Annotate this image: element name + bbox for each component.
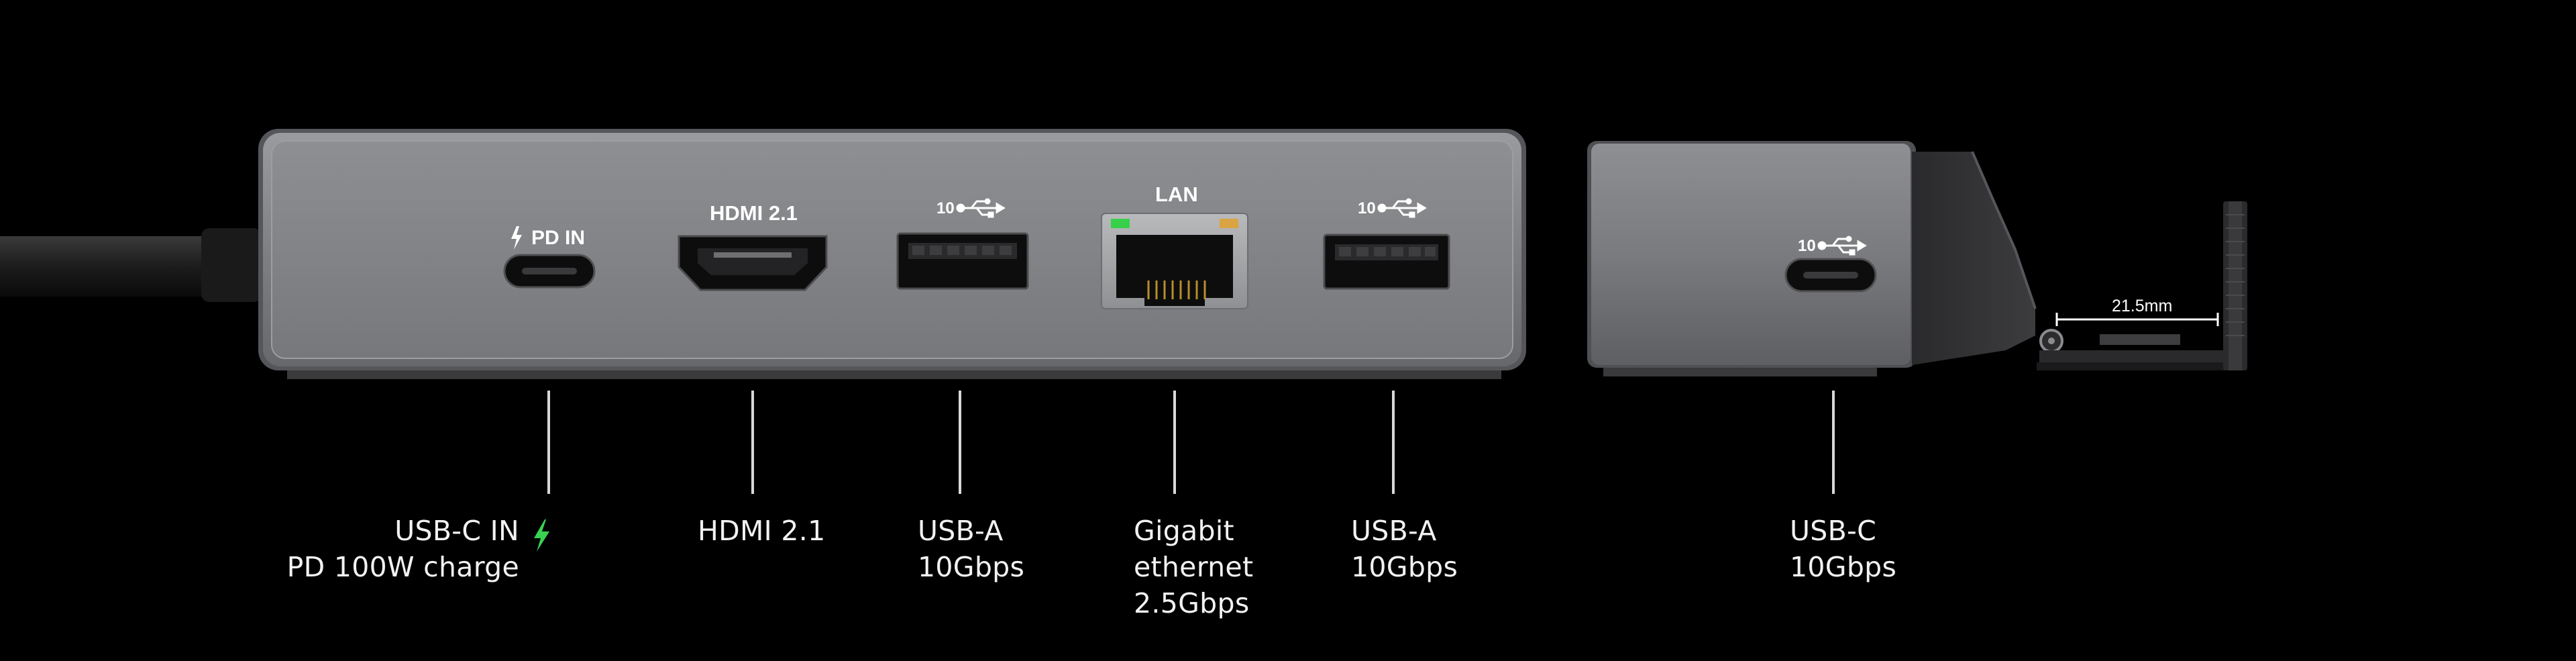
usb-c-in-port <box>503 254 596 289</box>
callout-usb-c-in-line2: PD 100W charge <box>286 551 519 583</box>
activity-led <box>1220 219 1238 228</box>
callout-lines <box>547 391 1835 494</box>
callout-hdmi-line1: HDMI 2.1 <box>698 515 826 547</box>
charge-bolt-icon <box>534 519 549 552</box>
callout-usb-a-1: USB-A 10Gbps <box>918 513 1024 585</box>
usb-symbol-icon <box>1377 198 1427 218</box>
hdmi-port-label: HDMI 2.1 <box>710 201 798 225</box>
pd-in-label: PD IN <box>511 226 585 250</box>
callout-usb-c-line1: USB-C <box>1790 515 1877 547</box>
pd-in-text: PD IN <box>531 227 585 249</box>
callout-ethernet-line1: Gigabit <box>1134 515 1234 547</box>
link-led <box>1111 219 1130 228</box>
callout-usb-a-1-line2: 10Gbps <box>918 551 1025 583</box>
lan-port-label: LAN <box>1155 183 1198 206</box>
laptop-clip <box>1912 152 2035 365</box>
callout-usb-a-2: USB-A 10Gbps <box>1351 513 1458 585</box>
callout-usb-a-2-line2: 10Gbps <box>1351 551 1458 583</box>
usb-a-port-2 <box>1323 234 1450 290</box>
usb-a-port-1 <box>896 232 1029 290</box>
usb-c-side-port-label: 10 <box>1798 236 1867 256</box>
callout-ethernet-line2: ethernet <box>1134 551 1254 583</box>
ethernet-port <box>1101 213 1248 309</box>
callout-usb-c: USB-C 10Gbps <box>1790 513 1896 585</box>
usb-a-port-1-label: 10 <box>936 198 1006 218</box>
callout-usb-c-in: USB-C IN PD 100W charge <box>255 513 519 585</box>
callout-hdmi: HDMI 2.1 <box>698 513 826 549</box>
dimension-marker <box>2055 313 2219 326</box>
lightning-bolt-icon <box>511 226 522 250</box>
usb-symbol-icon <box>1817 236 1867 256</box>
callout-usb-c-line2: 10Gbps <box>1790 551 1897 583</box>
clip-hinge <box>2039 329 2063 353</box>
usb-a-1-speed-text: 10 <box>936 199 955 217</box>
usb-c-side-port <box>1784 258 1877 293</box>
usb-a-2-speed-text: 10 <box>1358 199 1376 217</box>
usb-symbol-icon <box>956 198 1006 218</box>
usb-c-speed-text: 10 <box>1798 237 1816 255</box>
callout-ethernet-line3: 2.5Gbps <box>1134 587 1250 619</box>
hdmi-port <box>678 235 828 291</box>
hub-front-view: PD IN HDMI 2.1 10 <box>258 129 1526 379</box>
callout-usb-a-1-line1: USB-A <box>918 515 1004 547</box>
hub-side-view: 21.5mm 10 <box>1587 141 2247 376</box>
callout-ethernet: Gigabit ethernet 2.5Gbps <box>1134 513 1253 621</box>
dimension-text: 21.5mm <box>2112 297 2172 315</box>
usb-a-port-2-label: 10 <box>1358 198 1427 218</box>
callout-usb-c-in-line1: USB-C IN <box>394 515 519 547</box>
usb-c-cable <box>0 228 262 302</box>
callout-usb-a-2-line1: USB-A <box>1351 515 1437 547</box>
